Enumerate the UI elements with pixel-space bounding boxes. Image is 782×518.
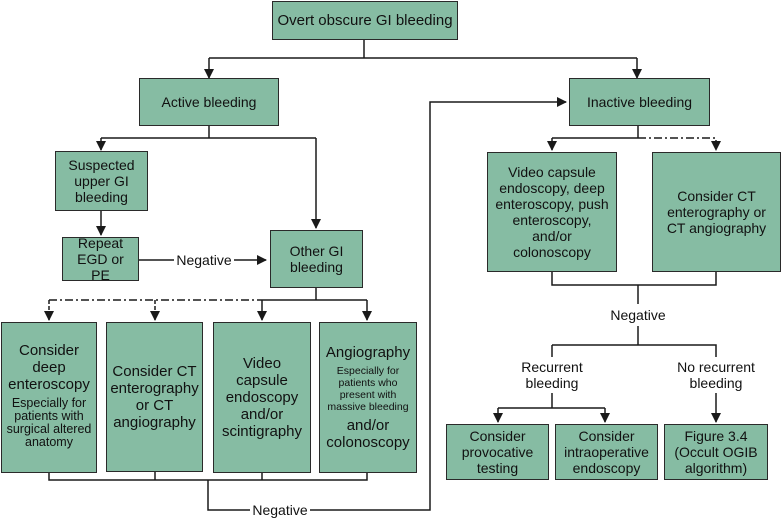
node-provocative-testing: Consider provocative testing bbox=[446, 424, 549, 480]
node-label: Overt obscure GI bleeding bbox=[277, 11, 453, 29]
node-overt-obscure-gi-bleeding: Overt obscure GI bleeding bbox=[272, 1, 458, 40]
edge-label-negative-repeat: Negative bbox=[174, 252, 234, 268]
node-label: Video capsule endoscopy, deep enteroscop… bbox=[495, 164, 609, 260]
node-other-gi-bleeding: Other GI bleeding bbox=[270, 230, 363, 288]
edge-opts-bottom bbox=[48, 473, 368, 481]
node-label: Video capsule endoscopy and/or scintigra… bbox=[221, 355, 303, 440]
node-label-after: and/or colonoscopy bbox=[326, 417, 410, 451]
node-note: Especially for patients with surgical al… bbox=[6, 396, 92, 449]
edge-bottom-negative bbox=[207, 480, 250, 511]
node-intraoperative-endoscopy: Consider intraoperative endoscopy bbox=[555, 424, 658, 480]
edge-label-no-recurrent: No recurrent bleeding bbox=[672, 359, 760, 391]
node-label: Figure 3.4 (Occult OGIB algorithm) bbox=[674, 428, 758, 476]
edge-label-negative-bottom: Negative bbox=[250, 502, 310, 518]
edge-inactive-right-dashed bbox=[638, 137, 721, 151]
node-inactive-ct-enterography: Consider CT enterography or CT angiograp… bbox=[652, 152, 781, 272]
node-label: Consider deep enteroscopy bbox=[8, 342, 90, 393]
node-label: Repeat EGD or PE bbox=[77, 235, 124, 283]
node-figure-3-4-reference: Figure 3.4 (Occult OGIB algorithm) bbox=[664, 424, 768, 480]
node-suspected-upper-gi: Suspected upper GI bleeding bbox=[55, 151, 148, 211]
node-label: Active bleeding bbox=[161, 94, 257, 110]
node-label: Consider provocative testing bbox=[461, 428, 534, 476]
node-label: Angiography bbox=[325, 344, 411, 361]
node-repeat-egd-pe: Repeat EGD or PE bbox=[62, 235, 139, 283]
node-option-angiography: Angiography Especially for patients who … bbox=[319, 322, 417, 473]
node-label: Suspected upper GI bleeding bbox=[68, 157, 135, 205]
node-label: Consider intraoperative endoscopy bbox=[564, 428, 649, 476]
node-label: Consider CT enterography or CT angiograp… bbox=[110, 363, 199, 431]
node-label: Consider CT enterography or CT angiograp… bbox=[666, 188, 767, 236]
node-label: Other GI bleeding bbox=[289, 243, 344, 275]
edge-bottom-negative-right bbox=[310, 97, 567, 511]
node-active-bleeding: Active bleeding bbox=[139, 78, 279, 126]
edge-label-negative-inactive: Negative bbox=[606, 307, 670, 323]
node-inactive-bleeding: Inactive bleeding bbox=[569, 78, 710, 126]
node-option-video-capsule: Video capsule endoscopy and/or scintigra… bbox=[213, 322, 311, 473]
edge-label-recurrent: Recurrent bleeding bbox=[510, 359, 594, 391]
node-label: Inactive bleeding bbox=[586, 94, 693, 110]
edge-inactive-bottom bbox=[551, 272, 717, 286]
node-inactive-video-capsule: Video capsule endoscopy, deep enteroscop… bbox=[487, 152, 617, 272]
node-option-deep-enteroscopy: Consider deep enteroscopy Especially for… bbox=[1, 322, 97, 473]
edge-recurrence-split bbox=[552, 344, 717, 357]
node-note: Especially for patients who present with… bbox=[327, 365, 409, 413]
node-option-ct-enterography: Consider CT enterography or CT angiograp… bbox=[106, 322, 203, 472]
